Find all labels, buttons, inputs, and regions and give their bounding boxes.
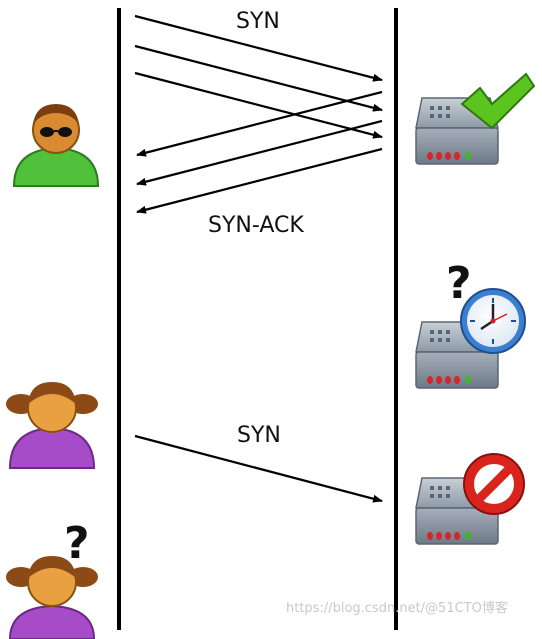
prohibited-icon [463, 453, 525, 515]
server-prohibited-icon [415, 453, 525, 545]
server-checkmark-icon [415, 72, 536, 165]
syn-arrow-bottom [134, 434, 383, 503]
check-icon [460, 72, 536, 130]
syn-arrow-1 [134, 14, 383, 82]
syn-arrow-3 [134, 71, 383, 139]
syn-ack-arrow-1 [136, 90, 383, 157]
syn-ack-label: SYN-ACK [208, 213, 304, 238]
confused-client-icon [6, 556, 98, 639]
syn-label-top: SYN [236, 9, 280, 34]
syn-ack-arrow-2 [136, 119, 383, 186]
legit-client-icon [6, 382, 98, 469]
server-clock-icon [415, 288, 526, 389]
syn-arrow-2 [134, 44, 383, 112]
clock-icon [460, 288, 526, 354]
client-question-mark: ? [64, 518, 90, 569]
attacker-with-sunglasses-icon [12, 104, 100, 187]
syn-ack-arrow-3 [136, 147, 383, 214]
syn-label-bottom: SYN [237, 423, 281, 448]
watermark-text: https://blog.csdn.net/@51CTO博客 [286, 600, 508, 616]
